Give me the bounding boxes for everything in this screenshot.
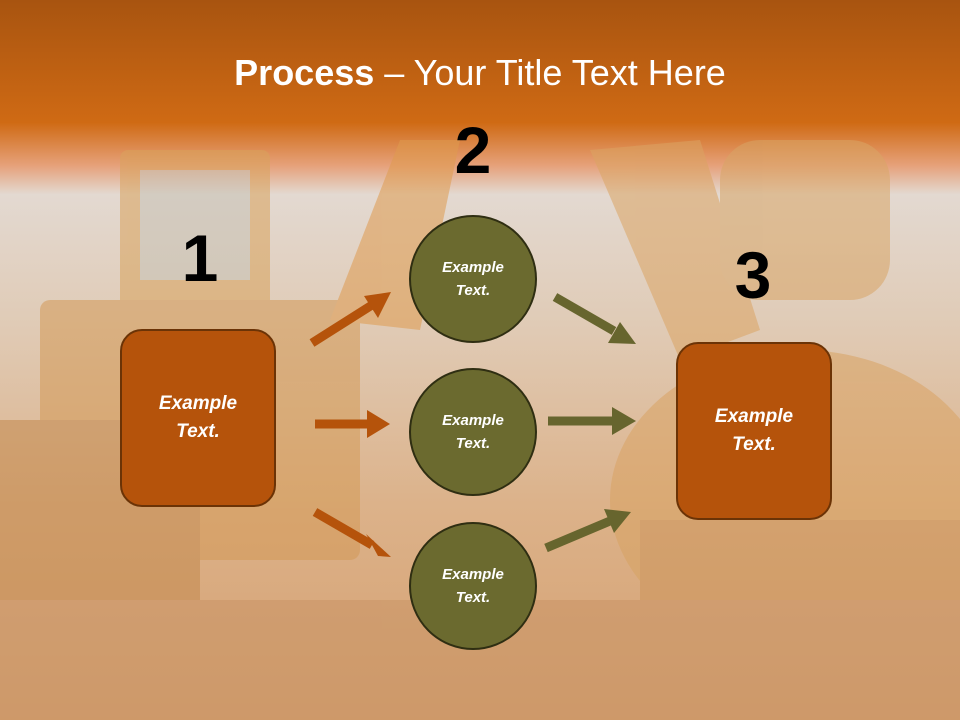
left-process-box: Example Text.: [120, 329, 276, 507]
circle-top-label-line2: Text.: [455, 282, 491, 299]
process-circle-top: Example Text.: [409, 215, 537, 343]
process-circle-bottom: Example Text.: [409, 522, 537, 650]
circle-middle-label-line2: Text.: [455, 435, 491, 452]
title-rest: – Your Title Text Here: [374, 52, 726, 93]
title-bold-part: Process: [234, 52, 375, 93]
right-process-box: Example Text.: [676, 342, 832, 520]
left-box-label-line2: Text.: [176, 421, 220, 442]
circle-middle-label-line1: Example: [442, 411, 504, 429]
orange-arrow-middle: [315, 410, 390, 438]
slide-title: Process – Your Title Text Here: [0, 52, 960, 94]
orange-arrow-down: [312, 508, 391, 557]
green-arrow-up: [544, 509, 631, 553]
circle-top-label-line1: Example: [442, 258, 504, 276]
orange-arrow-up: [309, 292, 391, 347]
right-box-label-line1: Example: [714, 405, 794, 427]
step-number-3: 3: [734, 238, 772, 312]
green-arrow-down: [552, 293, 636, 344]
process-circle-middle: Example Text.: [409, 368, 537, 496]
step-number-2: 2: [454, 113, 492, 187]
left-box-label-line1: Example: [158, 392, 238, 414]
green-arrow-middle: [548, 407, 636, 435]
right-box-label-line2: Text.: [732, 434, 776, 455]
circle-bottom-label-line2: Text.: [455, 589, 491, 606]
circle-bottom-label-line1: Example: [442, 565, 504, 583]
step-number-1: 1: [181, 221, 219, 295]
